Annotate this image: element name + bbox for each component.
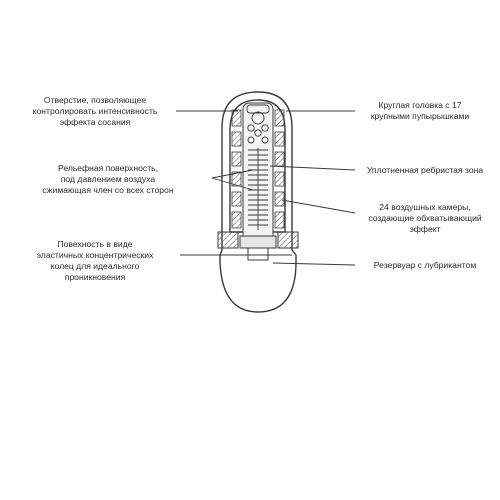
label-textured-surface: Рельефная поверхность, под давлением воз… (42, 163, 174, 195)
label-concentric-rings: Повехность в виде эластичных концентриче… (36, 239, 154, 282)
air-chambers (231, 109, 285, 229)
concentric-rings-entrance (217, 231, 299, 249)
label-ribbed-zone: Уплотненная ребристая зона (366, 165, 484, 175)
label-round-head-nubs: Круглая головка с 17 крупными пупырышкам… (370, 100, 470, 121)
label-suction-control-opening: Отверстие, позволяющее контролировать ин… (32, 95, 158, 127)
leader-lines (176, 110, 356, 266)
label-air-chambers: 24 воздушных камеры, создающие обхватыва… (368, 202, 482, 234)
lubricant-reservoir (225, 247, 292, 261)
label-lubricant-reservoir: Резервуар с лубрикантом (373, 260, 477, 270)
ribbed-zone (248, 148, 268, 230)
head-nubs (246, 104, 270, 144)
